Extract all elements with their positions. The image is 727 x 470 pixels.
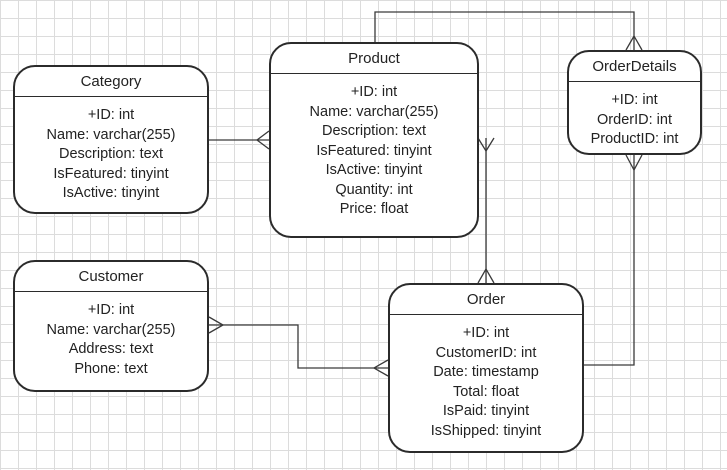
entity-title: Customer bbox=[15, 262, 207, 292]
field-list: +ID: int Name: varchar(255) Description:… bbox=[15, 97, 207, 204]
field-item: Name: varchar(255) bbox=[46, 321, 176, 338]
crowfoot-orderdetails-bottom bbox=[625, 154, 643, 172]
field-item: Quantity: int bbox=[335, 181, 413, 198]
field-item: Name: varchar(255) bbox=[46, 126, 176, 143]
field-item: +ID: int bbox=[87, 107, 135, 123]
entity-title: Product bbox=[271, 44, 477, 74]
crowfoot-order-left bbox=[372, 359, 389, 377]
entity-category[interactable]: Category +ID: int Name: varchar(255) Des… bbox=[13, 65, 209, 214]
crowfoot-customer-side bbox=[208, 316, 225, 334]
entity-title: Category bbox=[15, 67, 207, 97]
field-list: +ID: int Name: varchar(255) Description:… bbox=[271, 74, 477, 220]
connector-order-orderdetails bbox=[583, 155, 635, 366]
entity-customer[interactable]: Customer +ID: int Name: varchar(255) Add… bbox=[13, 260, 209, 392]
field-item: IsFeatured: tinyint bbox=[53, 165, 169, 182]
entity-title: Order bbox=[390, 285, 582, 315]
field-item: CustomerID: int bbox=[435, 344, 537, 361]
crowfoot-product-side bbox=[255, 130, 270, 150]
connector-product-orderdetails bbox=[374, 11, 635, 50]
field-item: Date: timestamp bbox=[433, 364, 539, 380]
field-item: OrderID: int bbox=[597, 111, 672, 128]
field-item: Address: text bbox=[68, 341, 154, 357]
crowfoot-order-top bbox=[477, 267, 495, 284]
crowfoot-orderdetails-top bbox=[625, 34, 643, 51]
field-item: Total: float bbox=[452, 383, 520, 400]
field-list: +ID: int CustomerID: int Date: timestamp… bbox=[390, 315, 582, 441]
field-item: +ID: int bbox=[350, 84, 398, 100]
field-item: Name: varchar(255) bbox=[309, 103, 439, 120]
field-item: Description: text bbox=[59, 146, 163, 162]
field-item: +ID: int bbox=[87, 302, 135, 318]
field-list: +ID: int Name: varchar(255) Address: tex… bbox=[15, 292, 207, 379]
field-item: Price: float bbox=[339, 201, 409, 217]
entity-orderdetails[interactable]: OrderDetails +ID: int OrderID: int Produ… bbox=[567, 50, 702, 155]
entity-title: OrderDetails bbox=[569, 52, 700, 82]
field-item: IsFeatured: tinyint bbox=[316, 142, 432, 159]
crowfoot-product-right bbox=[477, 137, 495, 153]
field-item: Description: text bbox=[322, 123, 426, 139]
field-list: +ID: int OrderID: int ProductID: int bbox=[569, 82, 700, 150]
field-item: +ID: int bbox=[611, 92, 658, 108]
connector-customer-order bbox=[209, 324, 388, 369]
field-item: +ID: int bbox=[462, 325, 510, 341]
field-item: IsActive: tinyint bbox=[325, 162, 423, 178]
field-item: IsPaid: tinyint bbox=[442, 403, 530, 419]
field-item: IsActive: tinyint bbox=[62, 185, 160, 201]
entity-product[interactable]: Product +ID: int Name: varchar(255) Desc… bbox=[269, 42, 479, 238]
field-item: ProductID: int bbox=[590, 131, 679, 147]
field-item: IsShipped: tinyint bbox=[430, 422, 542, 439]
field-item: Phone: text bbox=[74, 360, 148, 377]
entity-order[interactable]: Order +ID: int CustomerID: int Date: tim… bbox=[388, 283, 584, 453]
